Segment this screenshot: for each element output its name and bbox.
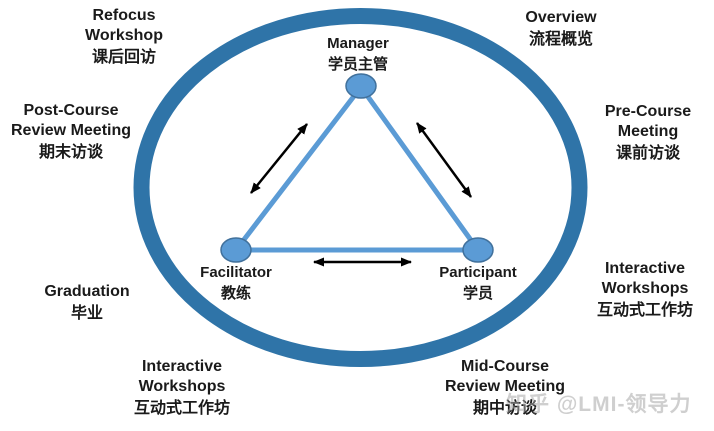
facilitator-label-zh: 教练 — [220, 285, 251, 302]
manager-label-en: Manager — [327, 35, 389, 52]
overview-label: Overview 流程概览 — [525, 8, 596, 52]
post-course-review-label: Post-Course Review Meeting 期末访谈 — [11, 101, 131, 165]
label-line: Meeting — [617, 123, 679, 140]
label-line: Refocus — [92, 7, 156, 24]
facilitator-label-en: Facilitator — [200, 264, 272, 281]
label-line: 互动式工作坊 — [596, 302, 694, 319]
label-line: Workshops — [138, 378, 226, 395]
refocus-workshop-label: Refocus Workshop 课后回访 — [85, 6, 163, 70]
participant-label-zh: 学员 — [462, 285, 493, 302]
label-line: Overview — [525, 9, 597, 26]
interactive-workshops-right-label: Interactive Workshops 互动式工作坊 — [597, 259, 693, 323]
label-line: Interactive — [141, 358, 223, 375]
manager-participant-arrow — [415, 122, 473, 198]
label-line: Pre-Course — [604, 103, 692, 120]
label-line: 课前访谈 — [615, 145, 680, 162]
participant-label-en: Participant — [439, 264, 517, 281]
interactive-workshops-bottom-label: Interactive Workshops 互动式工作坊 — [134, 357, 230, 421]
manager-facilitator-arrow — [250, 123, 308, 194]
label-line: 毕业 — [70, 305, 103, 322]
label-line: Workshops — [601, 280, 689, 297]
label-line: Mid-Course — [461, 358, 549, 375]
label-line: Graduation — [44, 283, 130, 300]
zhihu-watermark: 知乎 @LMI-领导力 — [506, 393, 692, 416]
graduation-label: Graduation 毕业 — [44, 282, 129, 326]
label-line: Post-Course — [23, 102, 119, 119]
label-line: Interactive — [604, 260, 686, 277]
manager-label-zh: 学员主管 — [327, 56, 388, 73]
participant-node — [462, 237, 494, 263]
label-line: 课后回访 — [91, 49, 156, 66]
label-line: 期末访谈 — [38, 144, 103, 161]
manager-label: Manager 学员主管 — [327, 34, 389, 76]
mid-course-review-label: Mid-Course Review Meeting 期中访谈 — [445, 357, 565, 421]
label-line: Review Meeting — [10, 122, 132, 139]
label-line: 互动式工作坊 — [133, 400, 231, 417]
participant-label: Participant 学员 — [439, 263, 517, 305]
label-line: Workshop — [85, 27, 163, 44]
label-line: 流程概览 — [528, 31, 593, 48]
facilitator-node — [220, 237, 252, 263]
facilitator-label: Facilitator 教练 — [200, 263, 272, 305]
process-ring-ellipse — [133, 8, 588, 367]
pre-course-meeting-label: Pre-Course Meeting 课前访谈 — [605, 102, 691, 166]
label-line: 期中访谈 — [472, 400, 537, 417]
label-line: Review Meeting — [444, 378, 566, 395]
manager-node — [345, 73, 377, 99]
